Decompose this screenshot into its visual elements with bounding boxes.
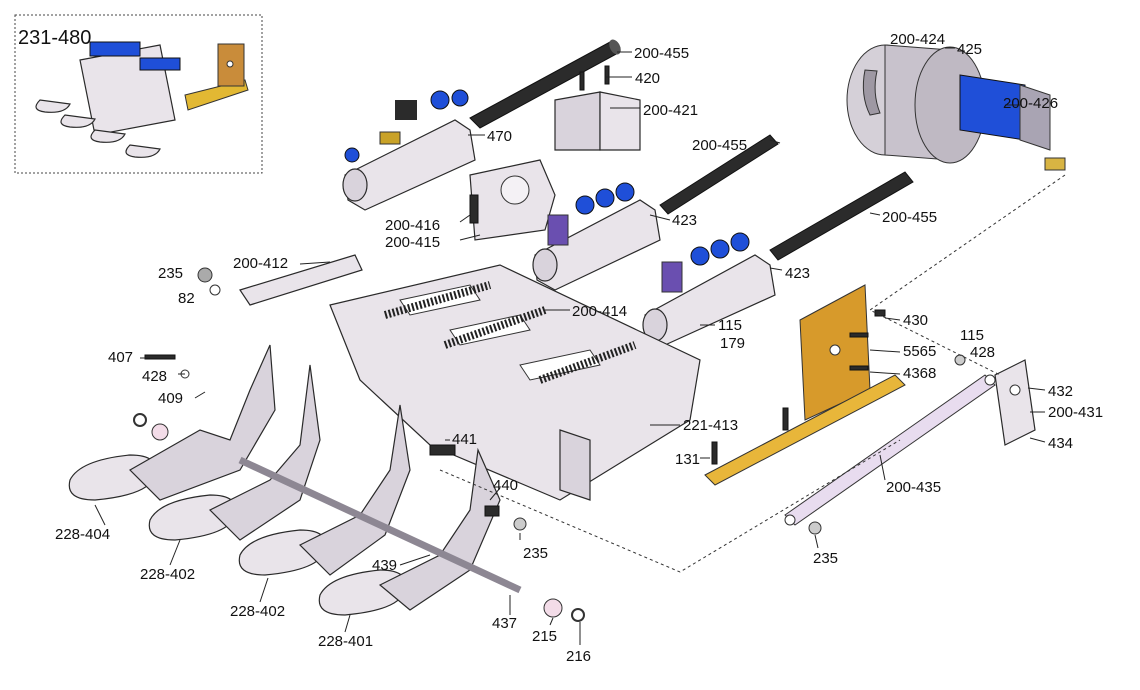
label-215: 215 — [532, 628, 557, 645]
label-428-left: 428 — [142, 368, 167, 385]
label-221-413: 221-413 — [683, 417, 738, 434]
bracket-200-416 — [469, 159, 556, 241]
label-441: 441 — [452, 431, 477, 448]
label-409: 409 — [158, 390, 183, 407]
label-439: 439 — [372, 557, 397, 574]
label-200-415: 200-415 — [385, 234, 440, 251]
label-200-414: 200-414 — [572, 303, 627, 320]
leader-lines — [94, 47, 1046, 645]
label-235-right: 235 — [813, 550, 838, 567]
label-228-402-first: 228-402 — [140, 566, 195, 583]
label-235-top: 235 — [158, 265, 183, 282]
shaft-437 — [238, 456, 522, 594]
inset-frame — [14, 14, 263, 174]
label-228-404: 228-404 — [55, 526, 110, 543]
spring-200-414 — [383, 281, 637, 384]
valve-block-470 — [342, 89, 476, 211]
label-4368: 4368 — [903, 365, 936, 382]
bracket-200-431 — [994, 359, 1036, 446]
label-420: 420 — [635, 70, 660, 87]
routing-line-bottom — [439, 439, 901, 573]
label-425: 425 — [957, 41, 982, 58]
label-115-left: 115 — [718, 317, 742, 334]
label-200-431: 200-431 — [1048, 404, 1103, 421]
bar-plate — [704, 374, 906, 486]
label-200-455-lower: 200-455 — [882, 209, 937, 226]
shaft-200-455-middle — [659, 134, 779, 215]
label-200-455-middle: 200-455 — [692, 137, 747, 154]
label-235-middle: 235 — [523, 545, 548, 562]
shaft-200-455-lower — [769, 171, 914, 261]
inset-title: 231-480 — [18, 27, 91, 49]
label-423-upper: 423 — [672, 212, 697, 229]
label-200-421: 200-421 — [643, 102, 698, 119]
label-437: 437 — [492, 615, 517, 632]
pedal-228-404 — [68, 344, 276, 501]
label-200-435: 200-435 — [886, 479, 941, 496]
label-200-416: 200-416 — [385, 217, 440, 234]
motor-200-426-rotor — [959, 74, 1066, 171]
link-200-435 — [784, 374, 996, 526]
label-228-401: 228-401 — [318, 633, 373, 650]
label-470: 470 — [487, 128, 512, 145]
label-131: 131 — [675, 451, 700, 468]
label-115-right: 115 — [960, 327, 984, 344]
label-430: 430 — [903, 312, 928, 329]
label-407: 407 — [108, 349, 133, 366]
label-179: 179 — [720, 335, 745, 352]
label-440: 440 — [493, 477, 518, 494]
valve-block-423-upper — [532, 182, 661, 291]
label-434: 434 — [1048, 435, 1073, 452]
small-hardware — [133, 309, 966, 622]
motor-200-424 — [846, 44, 1066, 171]
callout-labels: 200-455 420 200-421 470 200-424 425 200-… — [55, 31, 1103, 665]
label-82: 82 — [178, 290, 195, 307]
label-5565: 5565 — [903, 343, 936, 360]
inset-assembly-view: 231-480 — [14, 14, 263, 174]
pedal-228-402-second — [238, 404, 411, 576]
label-423-lower: 423 — [785, 265, 810, 282]
label-200-412: 200-412 — [233, 255, 288, 272]
label-200-455-top: 200-455 — [634, 45, 689, 62]
bracket-200-421 — [554, 65, 641, 151]
label-200-424: 200-424 — [890, 31, 945, 48]
label-200-426: 200-426 — [1003, 95, 1058, 112]
label-216: 216 — [566, 648, 591, 665]
link-200-412 — [197, 254, 363, 306]
base-frame-221-413 — [329, 264, 701, 501]
label-428-right: 428 — [970, 344, 995, 361]
inset-mini-assembly — [35, 41, 249, 158]
label-432: 432 — [1048, 383, 1073, 400]
valve-block-423-lower — [642, 232, 776, 346]
label-228-402-second: 228-402 — [230, 603, 285, 620]
routing-line-right — [869, 174, 1066, 376]
